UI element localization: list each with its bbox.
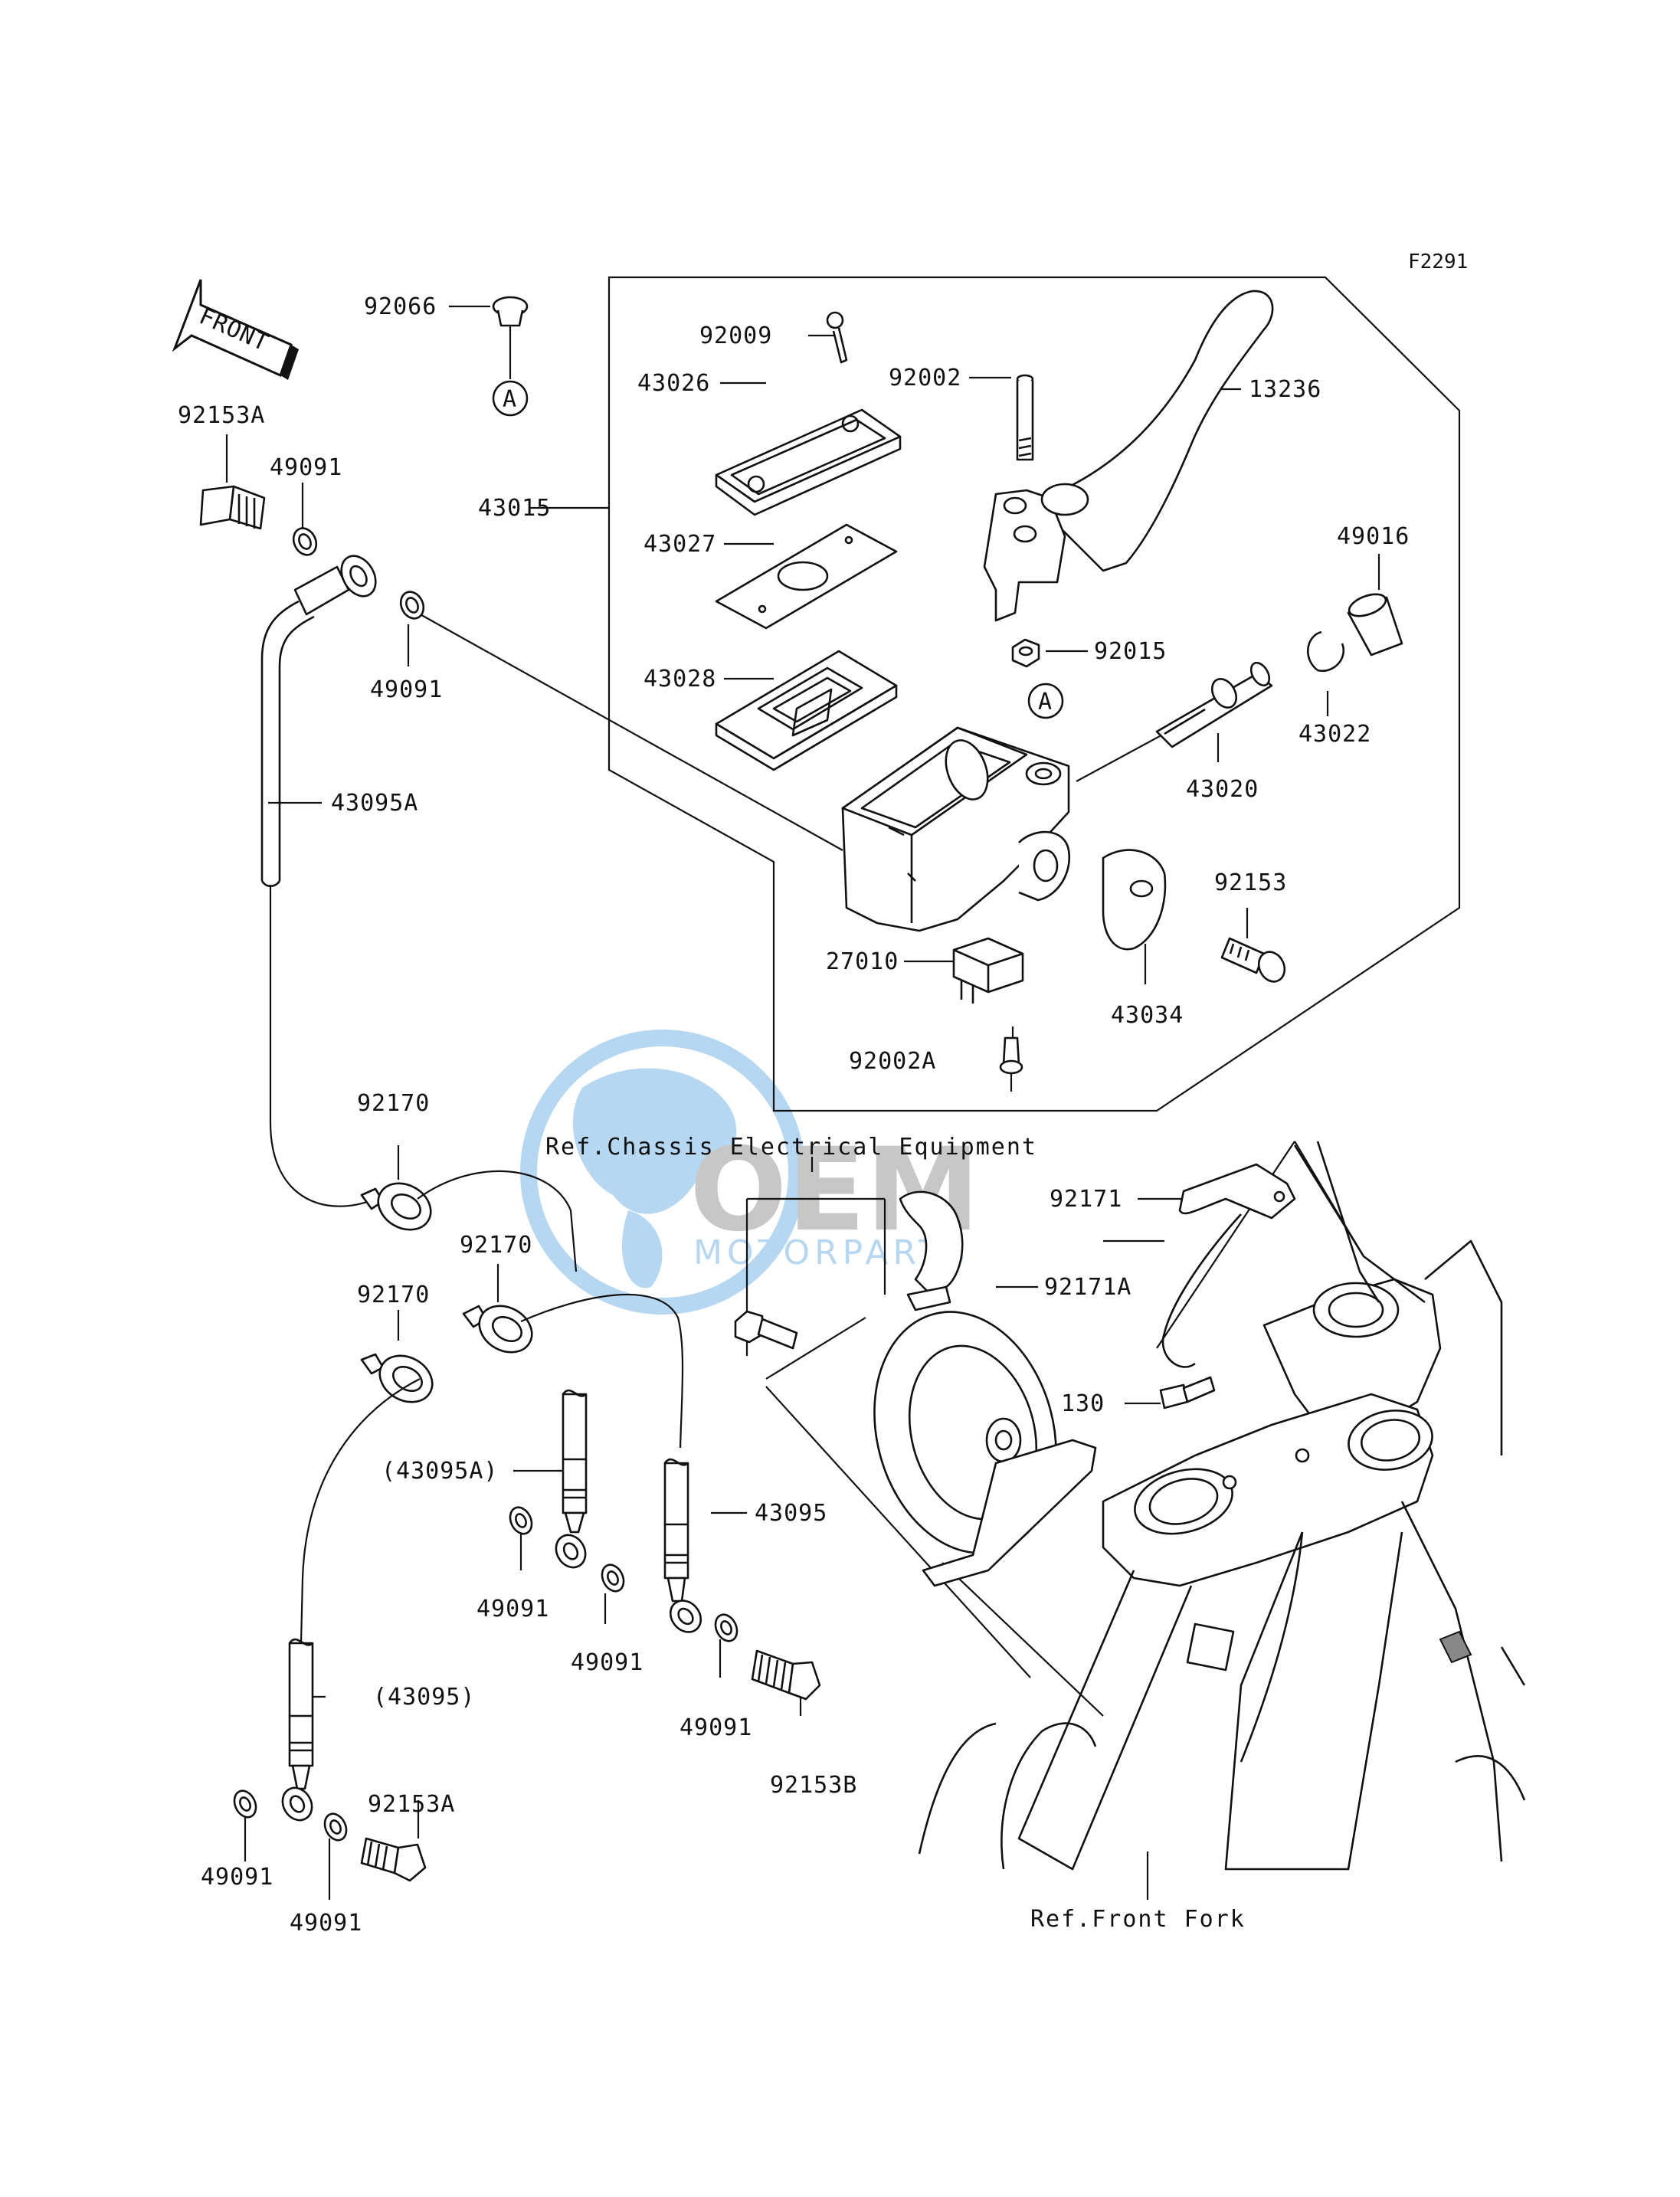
label-92153A: 92153A <box>178 402 265 429</box>
label-49016: 49016 <box>1337 523 1410 550</box>
screw-92009 <box>826 311 848 364</box>
label-130: 130 <box>1061 1390 1105 1417</box>
horn <box>873 1311 1097 1587</box>
label-92171: 92171 <box>1050 1186 1122 1213</box>
washer-49091 <box>601 1563 625 1593</box>
switch-27010 <box>952 937 1024 1004</box>
bracket-92171 <box>1161 1163 1296 1368</box>
cap-92066 <box>492 296 529 327</box>
label-92002: 92002 <box>889 365 961 391</box>
label-92153B: 92153B <box>770 1772 857 1799</box>
label-92002A: 92002A <box>849 1048 936 1075</box>
label-49091: 49091 <box>270 454 342 481</box>
banjo-bolt-92153A-bottom <box>360 1837 427 1882</box>
washer-49091 <box>233 1789 257 1819</box>
label-43026: 43026 <box>637 370 710 397</box>
label-43027: 43027 <box>644 531 716 558</box>
label-43095: 43095 <box>755 1500 827 1527</box>
boot-49016 <box>1347 593 1403 656</box>
brake-hose-43095A <box>260 555 377 1207</box>
hose-end-43095 <box>663 1458 702 1633</box>
callout-labels: 92066 92153A 49091 49091 43095A 92009 43… <box>178 293 1410 1937</box>
hose-end-43095-lower <box>281 1638 314 1822</box>
hose-line <box>300 1378 421 1644</box>
clamp-43034 <box>1102 849 1167 951</box>
circlip-43022 <box>1306 630 1344 673</box>
label-92153A: 92153A <box>368 1791 455 1818</box>
label-43034: 43034 <box>1111 1002 1184 1029</box>
plate-43027 <box>715 523 898 630</box>
diaphragm-43028 <box>715 650 898 771</box>
bolt-horn-mount <box>734 1310 798 1350</box>
hose-line <box>520 1293 684 1449</box>
brake-lever-13236 <box>983 290 1274 622</box>
washer-49091 <box>509 1506 533 1535</box>
marker-a-body: A <box>1027 683 1064 719</box>
assembly-outline <box>607 276 1461 1112</box>
svg-text:A: A <box>1038 689 1053 715</box>
label-92153: 92153 <box>1214 869 1287 896</box>
hose-end-43095A <box>555 1389 588 1569</box>
hose-guide-92170 <box>360 1182 432 1231</box>
ref-front-fork: Ref.Front Fork <box>1030 1906 1246 1933</box>
label-43028: 43028 <box>644 666 716 692</box>
nut-92015 <box>1011 638 1040 668</box>
front-fork-assembly <box>918 1141 1526 1871</box>
reservoir-cap-43026 <box>715 408 902 516</box>
hose-guide-92170 <box>360 1353 434 1403</box>
master-cylinder-body <box>841 726 1071 932</box>
label-43020: 43020 <box>1186 776 1259 803</box>
banjo-bolt-92153A-top <box>199 485 266 530</box>
ref-chassis-electrical: Ref.Chassis Electrical Equipment <box>545 1134 1037 1161</box>
label-43095A-paren: (43095A) <box>382 1458 499 1485</box>
label-92009: 92009 <box>699 323 772 349</box>
piston-43020 <box>1155 661 1273 748</box>
washer-49091 <box>714 1613 738 1642</box>
hose-guide-92170 <box>462 1305 533 1354</box>
label-13236: 13236 <box>1249 376 1321 403</box>
front-arrow-icon: FRONT <box>172 279 299 380</box>
leader-lines <box>225 305 1380 1900</box>
label-49091: 49091 <box>290 1910 362 1937</box>
label-49091: 49091 <box>201 1864 273 1891</box>
label-92170: 92170 <box>460 1232 532 1259</box>
washer-49091 <box>399 591 425 620</box>
label-92015: 92015 <box>1094 638 1167 665</box>
screw-92002A <box>999 1036 1023 1075</box>
label-43015: 43015 <box>478 495 551 522</box>
screw-130 <box>1159 1376 1216 1410</box>
label-49091: 49091 <box>680 1714 752 1741</box>
figure-code: F2291 <box>1408 250 1468 273</box>
bolt-92153 <box>1220 937 1286 983</box>
label-49091: 49091 <box>370 676 443 703</box>
svg-text:A: A <box>503 386 517 413</box>
watermark: OEM MOTORPARTS <box>520 1030 980 1315</box>
washer-49091 <box>323 1812 348 1842</box>
label-43095-paren: (43095) <box>373 1684 475 1711</box>
banjo-bolt-92153B <box>751 1649 821 1701</box>
hose-line <box>417 1170 578 1272</box>
label-43022: 43022 <box>1298 721 1371 748</box>
washer-49091 <box>292 527 318 556</box>
marker-a-top: A <box>492 380 529 417</box>
bracket-92171A <box>899 1190 964 1311</box>
label-49091: 49091 <box>476 1596 549 1622</box>
watermark-sub: MOTORPARTS <box>693 1233 970 1272</box>
label-27010: 27010 <box>826 948 899 975</box>
label-92170: 92170 <box>357 1282 430 1308</box>
label-92066: 92066 <box>364 293 437 320</box>
label-49091: 49091 <box>571 1649 644 1676</box>
label-92170: 92170 <box>357 1090 430 1117</box>
label-92171A: 92171A <box>1044 1274 1131 1301</box>
label-43095A: 43095A <box>331 790 418 817</box>
pivot-bolt-92002 <box>1016 374 1034 461</box>
